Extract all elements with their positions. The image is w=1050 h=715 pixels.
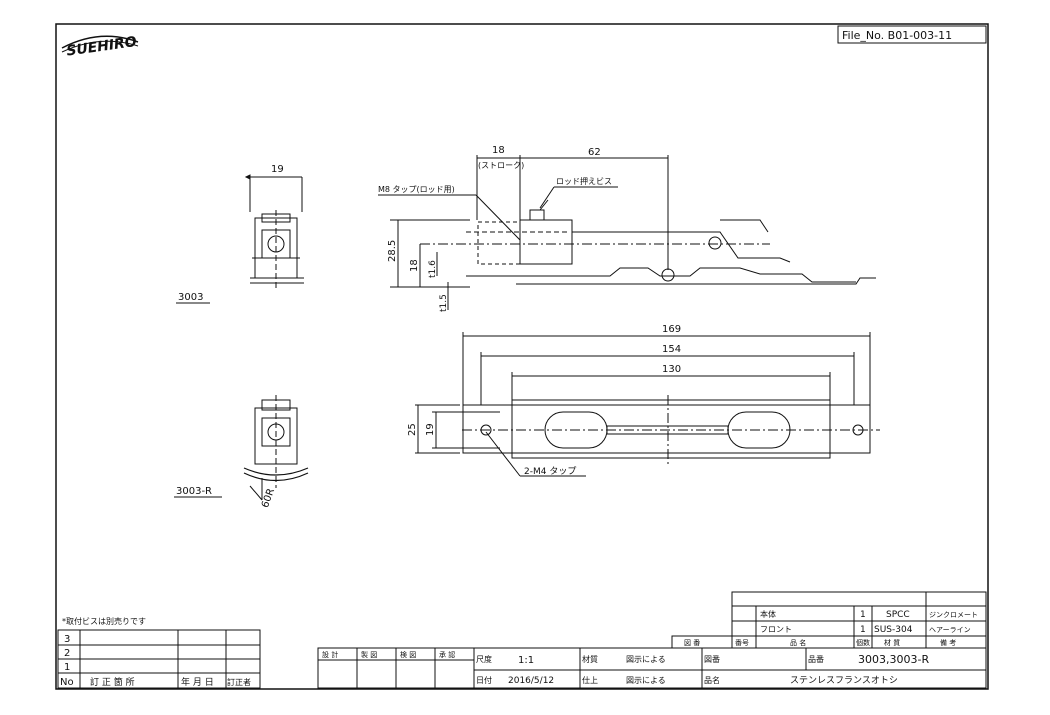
label-3003-r: 3003-R xyxy=(176,486,212,497)
dim-h2: 18 xyxy=(409,259,420,272)
parts-header-num: 番号 xyxy=(735,639,749,647)
sign-draft: 製 図 xyxy=(361,650,377,659)
rev-header-editor: 訂正者 xyxy=(227,677,251,687)
part-2-remark: ヘアーライン xyxy=(929,626,971,634)
dim-t1: t1.6 xyxy=(428,260,438,278)
dim-side-width: 19 xyxy=(271,164,284,175)
sheet-border xyxy=(55,23,989,690)
revision-table xyxy=(57,629,261,689)
finish-label: 仕上 xyxy=(582,675,598,685)
screw-note: *取付ビスは別売りです xyxy=(62,616,146,626)
product-name-value: ステンレスフランスオトシ xyxy=(790,675,898,686)
side-view xyxy=(390,155,876,310)
tap-note: M8 タップ(ロッド用) xyxy=(378,185,455,194)
parts-header-remark: 備 考 xyxy=(940,638,956,647)
dim-169: 169 xyxy=(662,324,681,335)
product-name-label: 品名 xyxy=(704,675,720,685)
rev-header-date: 年 月 日 xyxy=(181,676,214,688)
sign-design: 設 計 xyxy=(322,650,338,659)
drawing-no-label: 図番 xyxy=(704,654,720,664)
dim-154: 154 xyxy=(662,344,681,355)
scale-value: 1:1 xyxy=(518,655,534,666)
parts-header-drawing: 図 番 xyxy=(684,639,700,647)
part-2-name: フロント xyxy=(760,625,792,634)
rev-row-2: 2 xyxy=(64,648,70,659)
product-no-label: 品番 xyxy=(808,654,824,664)
dim-stroke: 18 xyxy=(492,145,505,156)
parts-header-name: 品 名 xyxy=(790,638,806,647)
part-2-qty: 1 xyxy=(860,625,866,635)
rev-header-no: No xyxy=(60,677,74,688)
part-1-remark: ジンクロメート xyxy=(929,611,978,619)
dim-130: 130 xyxy=(662,364,681,375)
file-no: File_No. B01-003-11 xyxy=(842,29,952,42)
parts-header-qty: 個数 xyxy=(856,638,870,647)
dim-19: 19 xyxy=(425,423,436,436)
parts-header-material: 材 質 xyxy=(884,638,900,647)
end-view-3003: 19 xyxy=(244,164,304,290)
finish-value: 図示による xyxy=(626,676,666,685)
sign-check: 検 図 xyxy=(400,650,416,659)
material-value: 図示による xyxy=(626,655,666,664)
dim-25: 25 xyxy=(407,423,418,436)
label-3003: 3003 xyxy=(178,292,203,303)
logo-text: SUEHIRO xyxy=(65,34,137,60)
scale-label: 尺度 xyxy=(476,654,492,664)
rev-header-part: 訂 正 箇 所 xyxy=(90,676,135,688)
product-no-value: 3003,3003-R xyxy=(858,653,929,666)
material-label: 材質 xyxy=(582,654,598,664)
front-tap-note: 2-M4 タップ xyxy=(524,466,576,477)
rev-row-3: 3 xyxy=(64,634,70,645)
rod-screw-note: ロッド押えビス xyxy=(556,176,612,186)
date-value: 2016/5/12 xyxy=(508,676,554,686)
end-view-3003-r xyxy=(243,395,309,501)
file-no-box xyxy=(837,25,987,44)
dim-h1: 28.5 xyxy=(387,240,398,262)
title-block xyxy=(317,647,987,689)
part-1-material: SPCC xyxy=(886,610,910,620)
part-2-material: SUS-304 xyxy=(874,625,913,635)
front-view xyxy=(415,332,880,477)
date-label: 日付 xyxy=(476,675,492,685)
dim-stroke-note: (ストローク) xyxy=(478,161,524,170)
dim-length: 62 xyxy=(588,147,601,158)
suehiro-logo: SUEHIRO xyxy=(61,34,139,60)
parts-table xyxy=(671,591,987,649)
dim-t2: t1.5 xyxy=(439,294,449,312)
sign-approve: 承 認 xyxy=(439,650,455,659)
dim-radius: 60R xyxy=(260,487,277,509)
rev-row-1: 1 xyxy=(64,662,70,673)
part-1-qty: 1 xyxy=(860,610,866,620)
part-1-name: 本体 xyxy=(760,609,776,619)
